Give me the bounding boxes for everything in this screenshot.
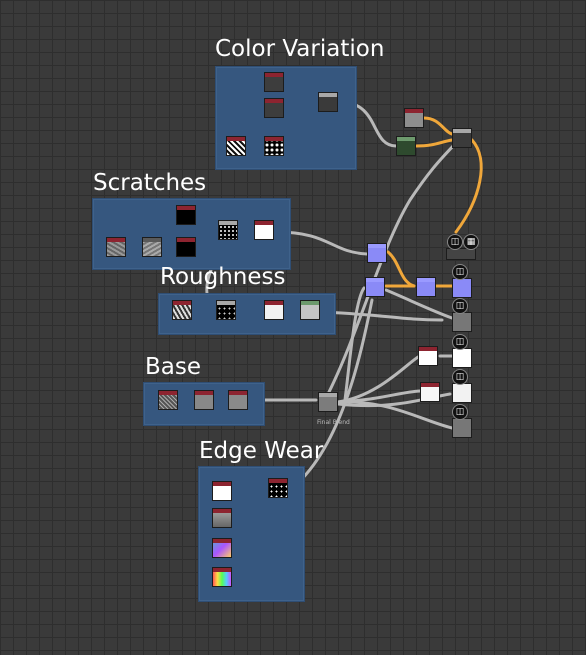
frame-title-scratches: Scratches <box>93 170 207 196</box>
node-uniform-color-2[interactable] <box>264 98 284 118</box>
node-blend-scratches[interactable] <box>218 220 238 240</box>
node-base-grey-2[interactable] <box>228 390 248 410</box>
node-output-ao[interactable]: ◫ <box>452 334 472 368</box>
node-noise-bw-1[interactable] <box>226 136 246 156</box>
wire <box>384 288 454 320</box>
node-rough-dark[interactable] <box>216 300 236 320</box>
node-scratch-mask-1[interactable] <box>176 205 196 225</box>
wire <box>414 138 454 148</box>
wire <box>274 230 369 256</box>
node-edge-gradient-2[interactable] <box>212 567 232 587</box>
cube-output-icon: ◫ <box>452 369 468 385</box>
wire <box>336 400 454 430</box>
wire <box>343 286 366 402</box>
wire <box>288 298 374 492</box>
node-edge-white[interactable] <box>212 481 232 501</box>
frame-title-edge-wear: Edge Wear <box>199 438 324 464</box>
node-blend-blue-3[interactable] <box>416 277 436 297</box>
cube-output-icon: ◫ <box>452 264 468 280</box>
node-green-color[interactable] <box>396 136 416 156</box>
node-rough-white[interactable] <box>264 300 284 320</box>
wire <box>318 310 444 322</box>
frame-title-roughness: Roughness <box>160 264 286 290</box>
node-noise-dark-1[interactable] <box>264 136 284 156</box>
node-rough-noise[interactable] <box>172 300 192 320</box>
wire <box>454 138 483 234</box>
wire <box>386 250 416 288</box>
node-base-noise[interactable] <box>158 390 178 410</box>
node-blend-basecolor[interactable] <box>452 128 472 148</box>
node-edge-grey[interactable] <box>212 508 232 528</box>
node-edge-gradient-1[interactable] <box>212 538 232 558</box>
node-final-blend[interactable] <box>318 392 338 412</box>
cube-output-icon: ◫ <box>452 298 468 314</box>
cube-output-icon: ◫ <box>452 334 468 350</box>
frame-title-base: Base <box>145 354 202 380</box>
node-grey-color[interactable] <box>404 108 424 128</box>
node-label-final-blend: Final Blend <box>317 419 350 426</box>
wire <box>422 116 454 136</box>
frame-title-color-variation: Color Variation <box>215 36 385 62</box>
cube-output-icon: ◫ <box>447 234 463 250</box>
node-base-grey-1[interactable] <box>194 390 214 410</box>
checker-output-icon: ▦ <box>463 234 479 250</box>
node-white-levels[interactable] <box>254 220 274 240</box>
node-scratch-mask-2[interactable] <box>176 237 196 257</box>
node-blend-blue-2[interactable] <box>365 277 385 297</box>
node-blend-color-variation[interactable] <box>318 92 338 112</box>
node-output-roughness[interactable]: ◫ <box>452 298 472 332</box>
wire <box>336 392 452 408</box>
node-grunge-1[interactable] <box>106 237 126 257</box>
node-output-height[interactable]: ◫ <box>452 369 472 403</box>
node-grunge-2[interactable] <box>142 237 162 257</box>
cube-output-icon: ◫ <box>452 404 468 420</box>
node-output-normal[interactable]: ◫ <box>452 264 472 298</box>
node-rough-grey[interactable] <box>300 300 320 320</box>
wire <box>336 354 422 404</box>
node-output-basecolor[interactable]: ◫ ▦ <box>446 234 479 260</box>
node-blend-blue-1[interactable] <box>367 243 387 263</box>
node-edge-wear-mask[interactable] <box>268 478 288 498</box>
node-white-height[interactable] <box>420 382 440 402</box>
node-uniform-color-1[interactable] <box>264 72 284 92</box>
node-output-metallic[interactable]: ◫ <box>452 404 472 438</box>
wire <box>326 143 456 396</box>
node-white-ao[interactable] <box>418 346 438 366</box>
